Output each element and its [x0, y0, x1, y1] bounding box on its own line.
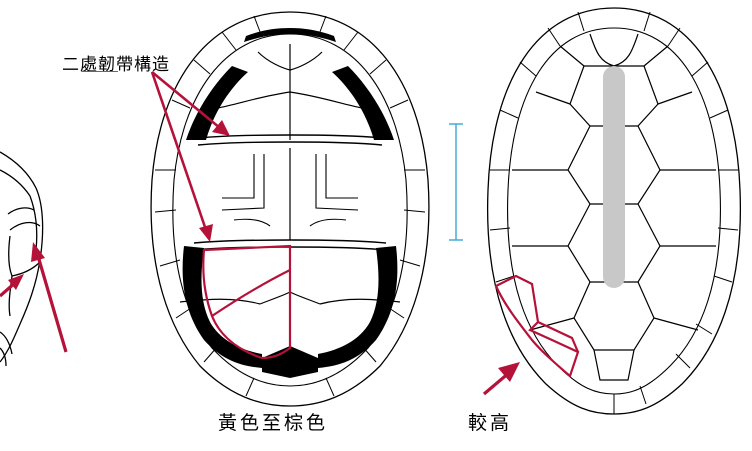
hinged-lobe-highlight	[202, 244, 292, 360]
raised-marginals-highlight	[494, 274, 580, 378]
hinge-pointer-arrows	[150, 70, 230, 242]
carapace	[482, 7, 742, 415]
side-view-arrows	[0, 242, 68, 353]
lobe-length-bracket	[449, 123, 463, 241]
plastron	[150, 11, 430, 407]
keel-ridge	[603, 66, 625, 288]
plastron-color-label: 黃色至棕色	[218, 412, 329, 434]
carapace-higher-label: 較高	[468, 412, 513, 434]
higher-pointer-arrow	[482, 362, 520, 396]
hinge-structure-label: 二處韌帶構造	[62, 55, 170, 75]
hinge-label-underline	[82, 71, 118, 72]
